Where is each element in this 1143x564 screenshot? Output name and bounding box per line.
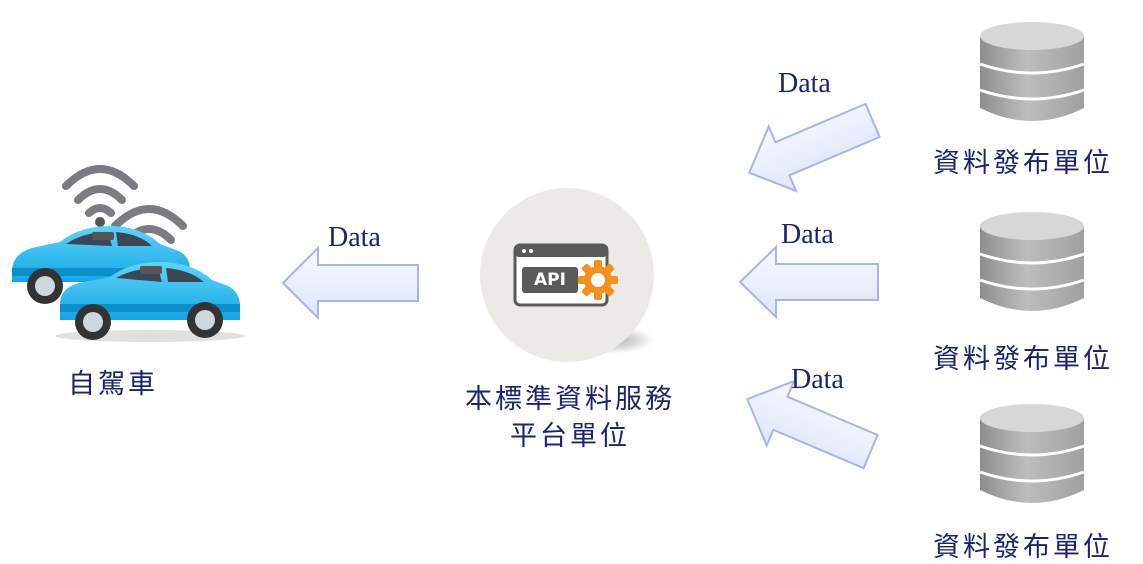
arrow-from-source-1 — [747, 102, 881, 193]
data-label-to-vehicle: Data — [328, 222, 381, 253]
car-front-icon — [55, 262, 245, 342]
api-text: API — [534, 270, 566, 290]
database-icon — [979, 212, 1085, 311]
data-label-source-2: Data — [781, 219, 834, 250]
data-label-source-1: Data — [778, 68, 831, 99]
arrow-to-vehicle — [281, 245, 419, 321]
wifi-signal-icon — [62, 165, 138, 217]
source-label-1: 資料發布單位 — [933, 148, 1113, 179]
arrow-from-source-3 — [745, 379, 879, 470]
platform-label-line2: 平台單位 — [510, 421, 630, 452]
api-platform-icon — [480, 188, 655, 362]
autonomous-car-icon — [12, 165, 245, 342]
database-icon — [979, 404, 1085, 503]
gear-icon — [578, 260, 618, 300]
source-label-2: 資料發布單位 — [933, 344, 1113, 375]
platform-label-line1: 本標準資料服務 — [465, 384, 675, 415]
source-label-3: 資料發布單位 — [933, 532, 1113, 563]
database-icon — [979, 22, 1085, 121]
vehicle-label: 自駕車 — [68, 369, 158, 400]
arrow-from-source-2 — [738, 244, 879, 320]
data-label-source-3: Data — [791, 364, 844, 395]
